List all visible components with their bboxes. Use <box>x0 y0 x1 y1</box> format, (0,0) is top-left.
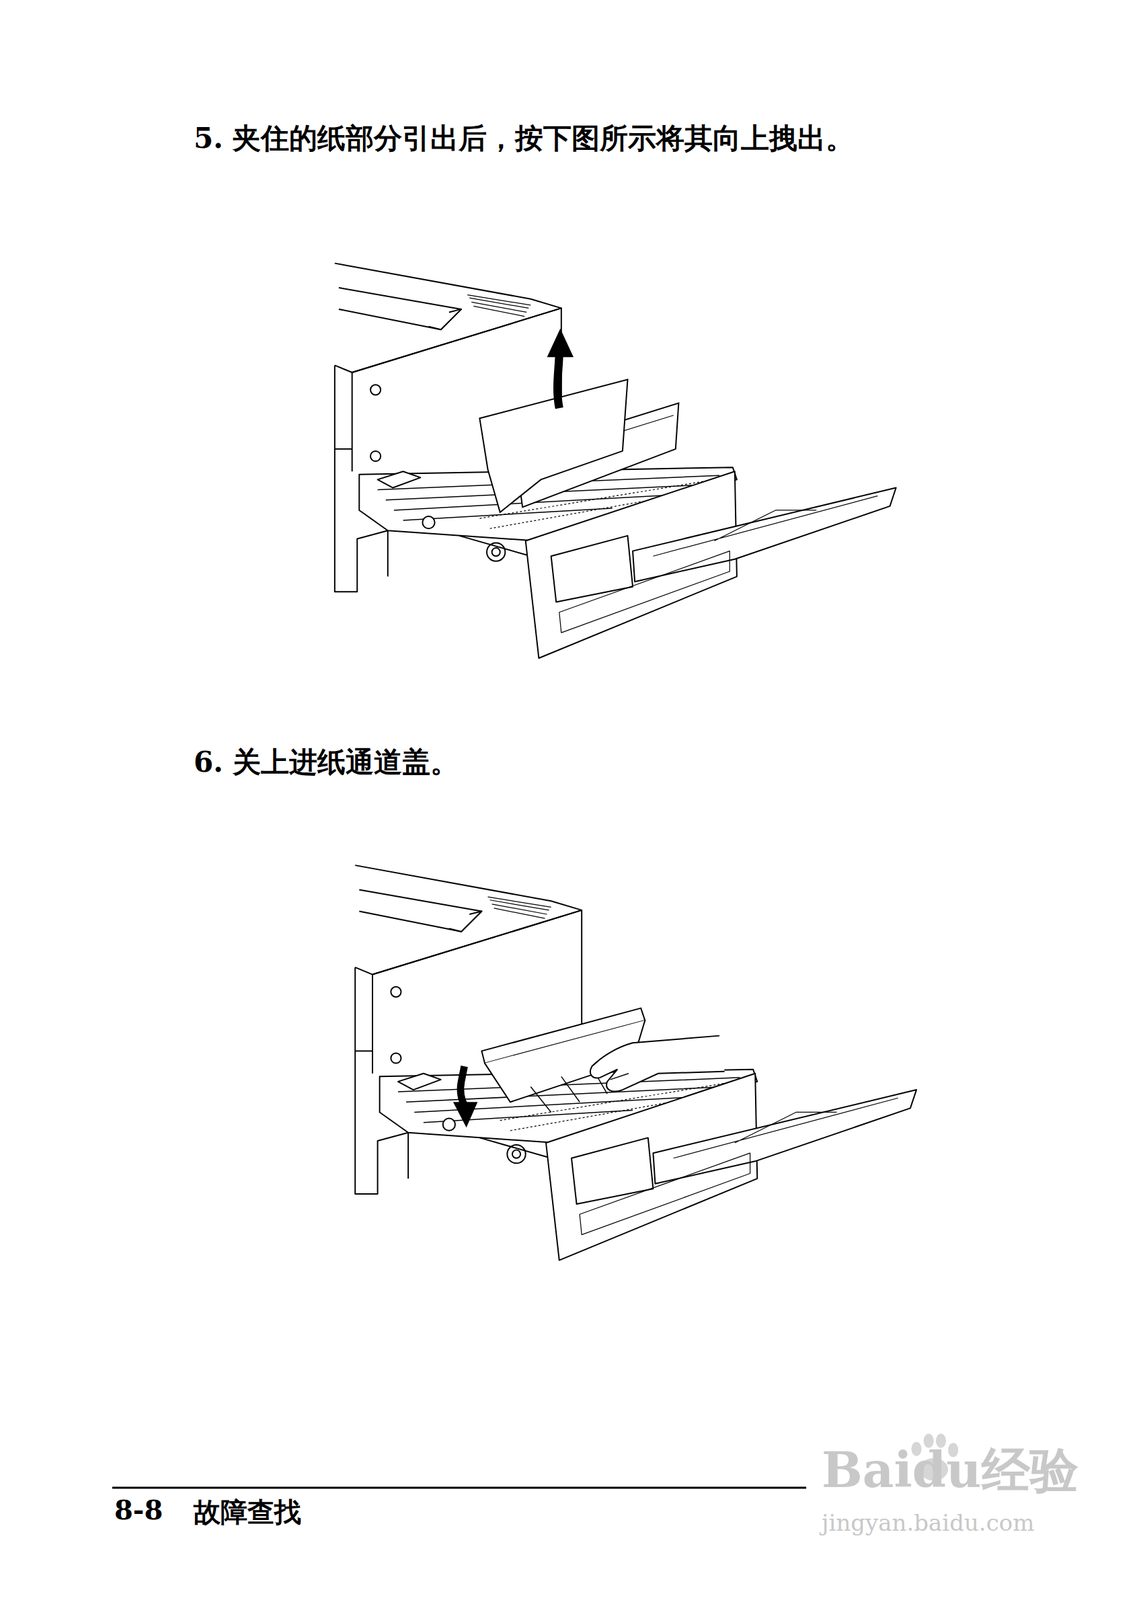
illustration-part <box>355 865 917 1260</box>
page-number: 8-8 <box>114 1493 163 1526</box>
section-name: 故障查找 <box>193 1493 302 1531</box>
figure-pull-paper <box>334 263 897 659</box>
footer-rule <box>112 1487 807 1490</box>
step-text: 6. 关上进纸通道盖。 <box>193 743 459 782</box>
illustration-part <box>590 1036 725 1092</box>
figure-close-cover <box>355 865 917 1260</box>
illustration-part <box>479 379 628 513</box>
watermark-url: jingyan.baidu.com <box>821 1509 1035 1537</box>
illustration-part <box>557 352 560 409</box>
step-text: 5. 夹住的纸部分引出后，按下图所示将其向上拽出。 <box>193 119 854 158</box>
illustration-part <box>460 1066 466 1108</box>
illustration-part <box>591 1061 629 1080</box>
watermark: Baidu经验 <box>821 1438 1079 1504</box>
illustration-part <box>547 328 574 358</box>
illustration-part <box>453 1101 478 1128</box>
illustration-part <box>334 263 897 659</box>
